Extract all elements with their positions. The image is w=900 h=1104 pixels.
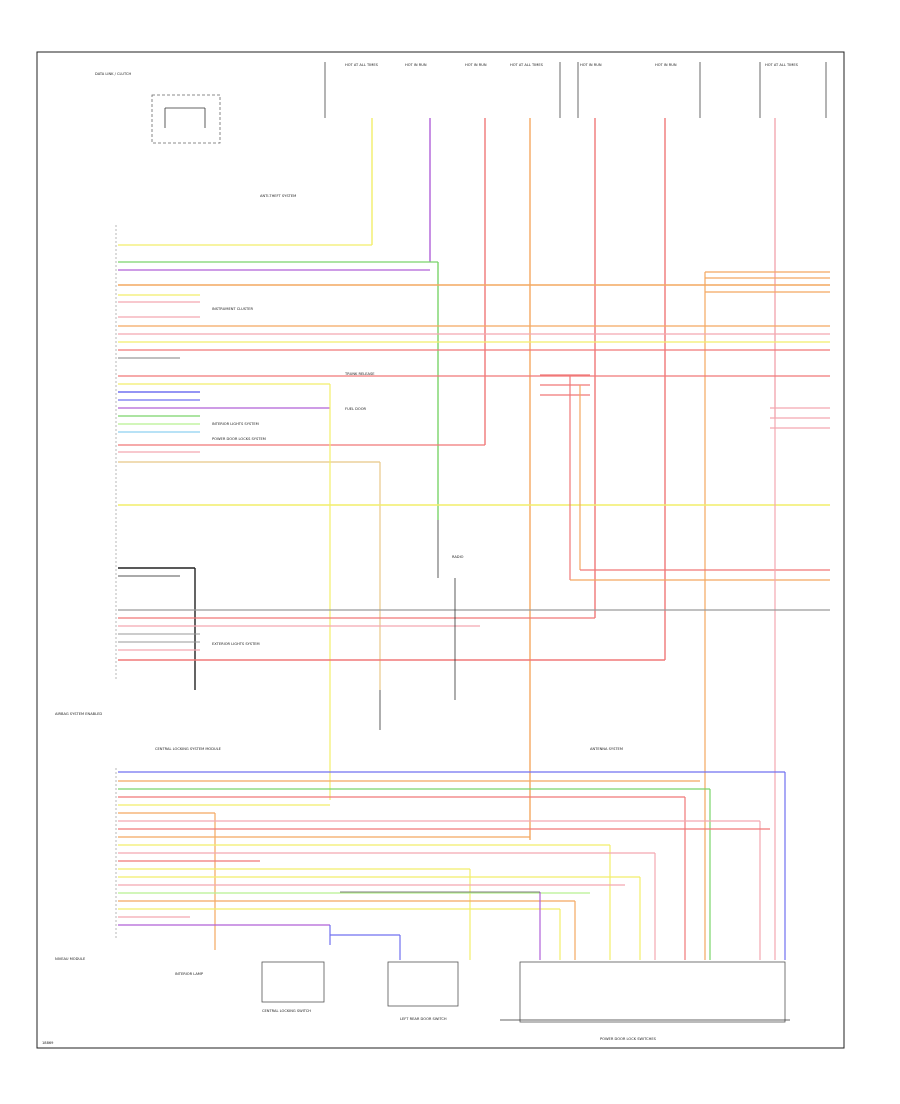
bottom-label-interior-lamp: INTERIOR LAMP: [175, 972, 204, 976]
label-central-locking: CENTRAL LOCKING SYSTEM MODULE: [155, 747, 222, 751]
vertical-feed-wires: [371, 118, 776, 840]
fuse-label-6: HOT IN RUN: [655, 63, 677, 67]
bottom-label-central-switch: CENTRAL LOCKING SWITCH: [262, 1009, 311, 1013]
callout-trunk-release: TRUNK RELEASE: [344, 372, 375, 376]
callout-antenna: ANTENNA SYSTEM: [590, 747, 623, 751]
top-left-title: DATA LINK / CLUTCH: [95, 72, 131, 76]
fuse-label-3: HOT IN RUN: [465, 63, 487, 67]
upper-harness-wires: [118, 244, 830, 960]
fuse-label-2: HOT IN RUN: [405, 63, 427, 67]
callout-power-locks: POWER DOOR LOCKS SYSTEM: [212, 437, 266, 441]
bottom-label-switch-bank: POWER DOOR LOCK SWITCHES: [600, 1037, 657, 1041]
callout-instrument-cluster: INSTRUMENT CLUSTER: [212, 307, 253, 311]
figure-id: 18869: [42, 1041, 54, 1045]
mid-lower-wires: [118, 520, 830, 730]
label-engine: NIVEAU MODULE: [55, 957, 86, 961]
bottom-label-left-door: LEFT REAR DOOR SWITCH: [400, 1017, 447, 1021]
lower-harness-wires: [115, 768, 786, 960]
right-side-bundles: [540, 374, 830, 960]
diagram-border: [36, 51, 845, 1049]
fuse-label-7: HOT AT ALL TIMES: [765, 63, 799, 67]
top-left-component: DATA LINK / CLUTCH: [95, 72, 221, 144]
fuse-label-4: HOT AT ALL TIMES: [510, 63, 544, 67]
callout-fuel-door: FUEL DOOR: [345, 407, 367, 411]
callout-radio: RADIO: [452, 555, 464, 559]
fuse-label-1: HOT AT ALL TIMES: [345, 63, 379, 67]
bottom-labels: INTERIOR LAMP CENTRAL LOCKING SWITCH LEF…: [175, 972, 657, 1041]
lower-components: [261, 961, 790, 1023]
fuse-label-5: HOT IN RUN: [580, 63, 602, 67]
fuse-block-area: HOT AT ALL TIMES HOT IN RUN HOT IN RUN H…: [324, 62, 827, 118]
callout-interior-lights: INTERIOR LIGHTS SYSTEM: [212, 422, 259, 426]
callout-anti-theft: ANTI-THEFT SYSTEM: [260, 194, 296, 198]
callouts: ANTI-THEFT SYSTEM INSTRUMENT CLUSTER INT…: [212, 194, 623, 751]
left-labels: AIRBAG SYSTEM ENABLED CENTRAL LOCKING SY…: [55, 712, 222, 961]
callout-exterior-lights: EXTERIOR LIGHTS SYSTEM: [212, 642, 260, 646]
label-airbag: AIRBAG SYSTEM ENABLED: [55, 712, 102, 716]
